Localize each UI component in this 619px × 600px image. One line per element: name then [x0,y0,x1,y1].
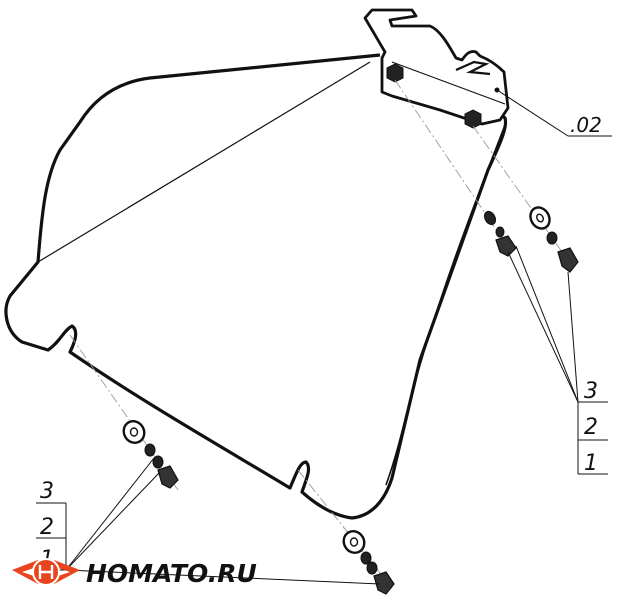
skid-plate-outline [4,53,508,520]
callout-right-1: 1 [584,451,598,476]
watermark-logo: HOMATO.RU [12,558,257,588]
watermark-text: HOMATO.RU [86,559,257,588]
fastener-set-right-a [483,210,517,257]
callout-right-2: 2 [584,415,598,440]
bracket-nut-1 [386,63,404,83]
skid-plate-inner-edge [385,124,506,486]
callout-right-3: 3 [584,379,598,404]
callout-left-3: 3 [40,479,54,504]
bracket-nut-2 [464,109,482,129]
mounting-bracket [363,8,510,126]
bracket-slot [455,60,491,76]
skid-plate-fold-line [37,61,371,263]
logo-emblem-mark [38,565,54,579]
bracket-bend-line [391,61,506,105]
callout-left-2: 2 [40,515,54,540]
ref-label-02: .02 [570,113,602,137]
fastener-set-right-b [529,206,579,273]
logo-wing-right [52,560,80,584]
leader-ref-02 [496,89,612,137]
logo-wing-left [12,560,40,584]
fastener-set-bottom-left [122,420,179,489]
callout-right-leaders [507,245,608,475]
fastener-set-bottom-center [342,530,395,595]
